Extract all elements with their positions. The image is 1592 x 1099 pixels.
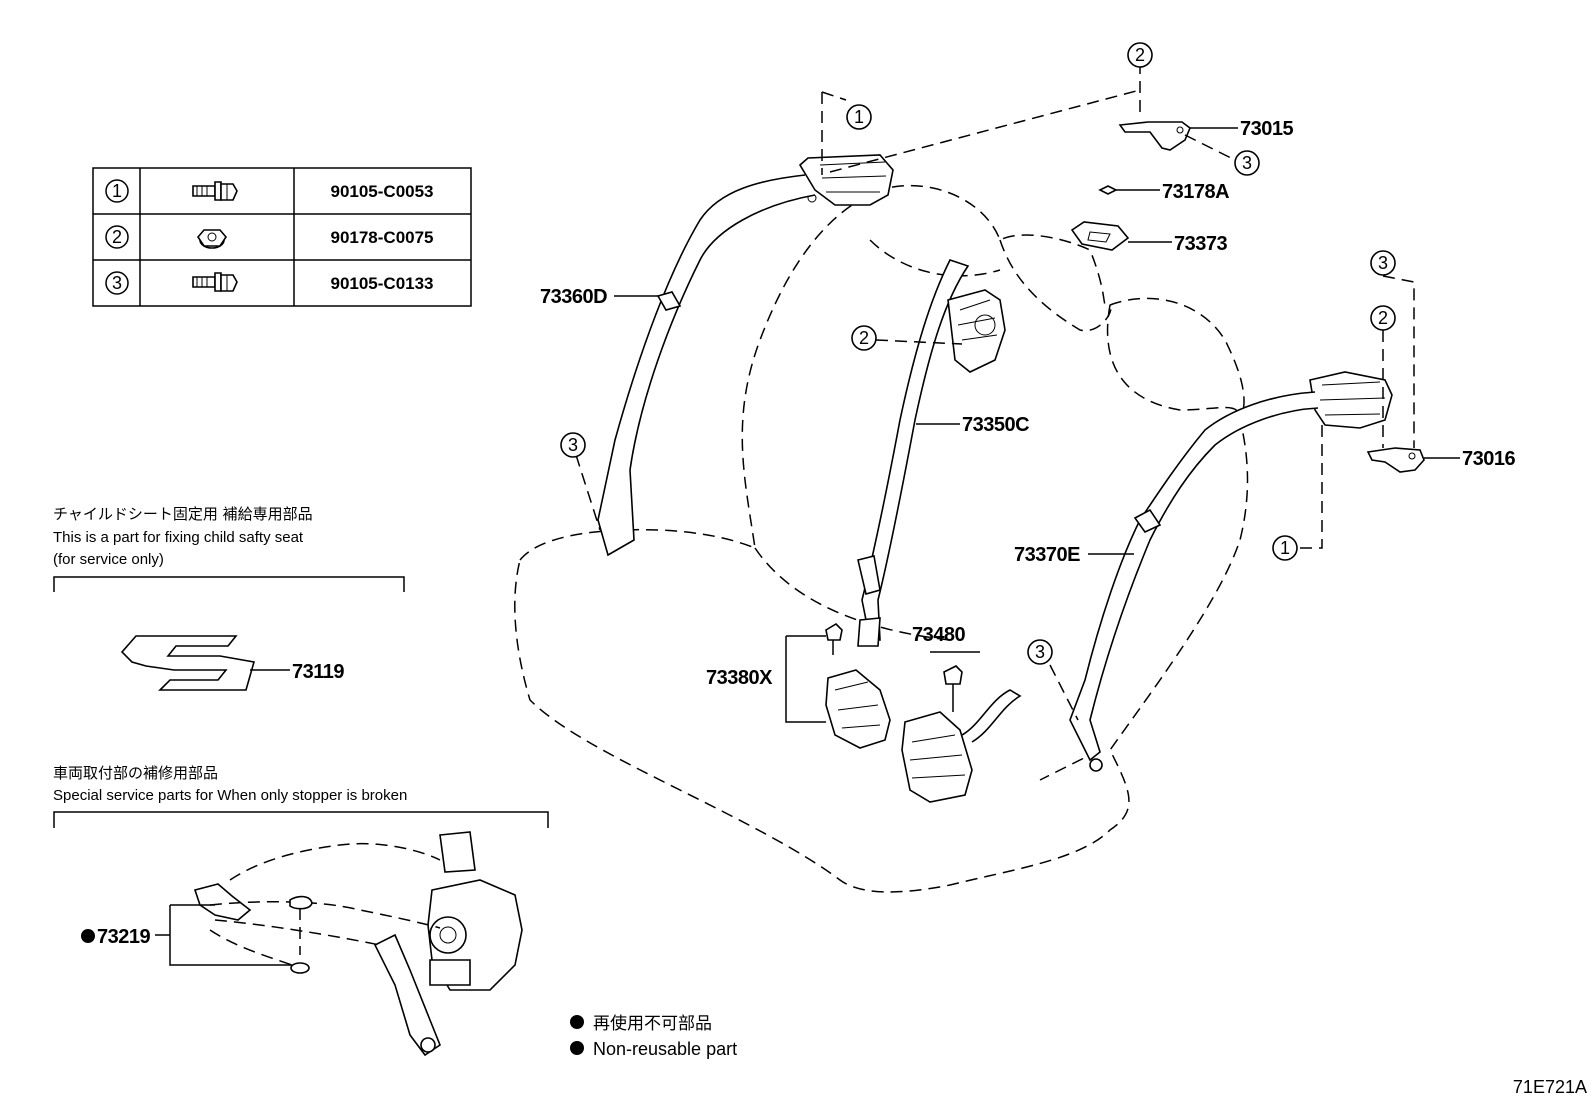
stopper-note: 車両取付部の補修用部品 Special service parts for Wh… [53,764,549,828]
callout-3: 3 [1370,250,1396,276]
flange-bolt-icon [192,272,238,292]
callout-3: 3 [1027,639,1053,665]
buckle-73480: 73480 [901,624,1022,803]
flange-bolt-icon [192,181,238,201]
callout-number: 3 [112,273,122,293]
non-reusable-marker [570,1015,584,1029]
non-reusable-marker [570,1041,584,1055]
clip-73178A: 73178A [1098,181,1230,203]
flange-nut-icon [196,229,228,249]
table-row: 1 90105-C0053 [105,179,434,203]
left-seat-belt-73360D: 73360D [540,154,894,557]
table-row: 3 90105-C0133 [105,271,434,295]
callout-number: 2 [112,227,122,247]
callout-number: 1 [112,181,122,201]
callout-1: 1 [1272,535,1298,561]
cover-73373: 73373 [1070,221,1228,255]
callout-2: 2 [1370,305,1396,331]
callout-number: 3 [1035,642,1045,662]
callout-number: 2 [1135,45,1145,65]
figure-code: 71E721A [1513,1077,1587,1097]
legend-jp-text: 再使用不可部品 [593,1013,712,1034]
callout-number: 2 [1378,308,1388,328]
part-label-73350C: 73350C [962,414,1029,436]
part-label-73219: 73219 [97,926,150,948]
bracket-73016: 73016 [1366,447,1516,473]
callout-2: 2 [851,325,877,351]
part-label-73480: 73480 [912,624,965,646]
bracket-73015: 73015 [1118,118,1294,151]
non-reusable-marker [81,929,95,943]
callout-2: 2 [1127,42,1153,68]
callout-number: 2 [859,328,869,348]
bolt-table: 1 90105-C0053 2 90178-C0075 3 [92,167,472,307]
center-seat-belt-73350C: 73350C [857,259,1030,647]
note-en-text: (for service only) [53,551,164,568]
part-label-73373: 73373 [1174,233,1227,255]
callout-number: 1 [854,107,864,127]
part-label-73360D: 73360D [540,286,607,308]
callout-3: 3 [560,432,586,458]
note-en-text: This is a part for fixing child safty se… [53,529,304,546]
legend: 再使用不可部品 Non-reusable part [570,1013,737,1059]
part-label-73016: 73016 [1462,448,1515,470]
table-part-number: 90105-C0133 [330,274,433,293]
child-seat-note: チャイルドシート固定用 補給専用部品 This is a part for fi… [53,505,405,592]
callout-number: 3 [568,435,578,455]
callout-number: 3 [1378,253,1388,273]
leader-lines [575,62,1415,721]
buckle-73380X: 73380X [706,622,891,749]
stopper-detail: 73219 [81,831,523,1057]
note-en-text: Special service parts for When only stop… [53,787,407,804]
note-jp-text: チャイルドシート固定用 補給専用部品 [53,505,313,523]
part-label-73119: 73119 [292,661,344,683]
part-label-73178A: 73178A [1162,181,1229,203]
callout-3: 3 [1234,150,1260,176]
part-label-73015: 73015 [1240,118,1293,140]
legend-en-text: Non-reusable part [593,1039,737,1059]
callouts: 1 2 3 2 3 3 2 1 [560,42,1396,665]
table-part-number: 90105-C0053 [330,182,433,201]
table-row: 2 90178-C0075 [105,225,434,249]
callout-number: 3 [1242,153,1252,173]
part-label-73370E: 73370E [1014,544,1080,566]
table-part-number: 90178-C0075 [330,228,433,247]
callout-number: 1 [1280,538,1290,558]
note-jp-text: 車両取付部の補修用部品 [53,764,218,782]
callout-1: 1 [846,104,872,130]
part-label-73380X: 73380X [706,667,773,689]
right-seat-belt-73370E: 73370E [1014,371,1393,772]
child-seat-plate-73119: 73119 [120,635,345,691]
